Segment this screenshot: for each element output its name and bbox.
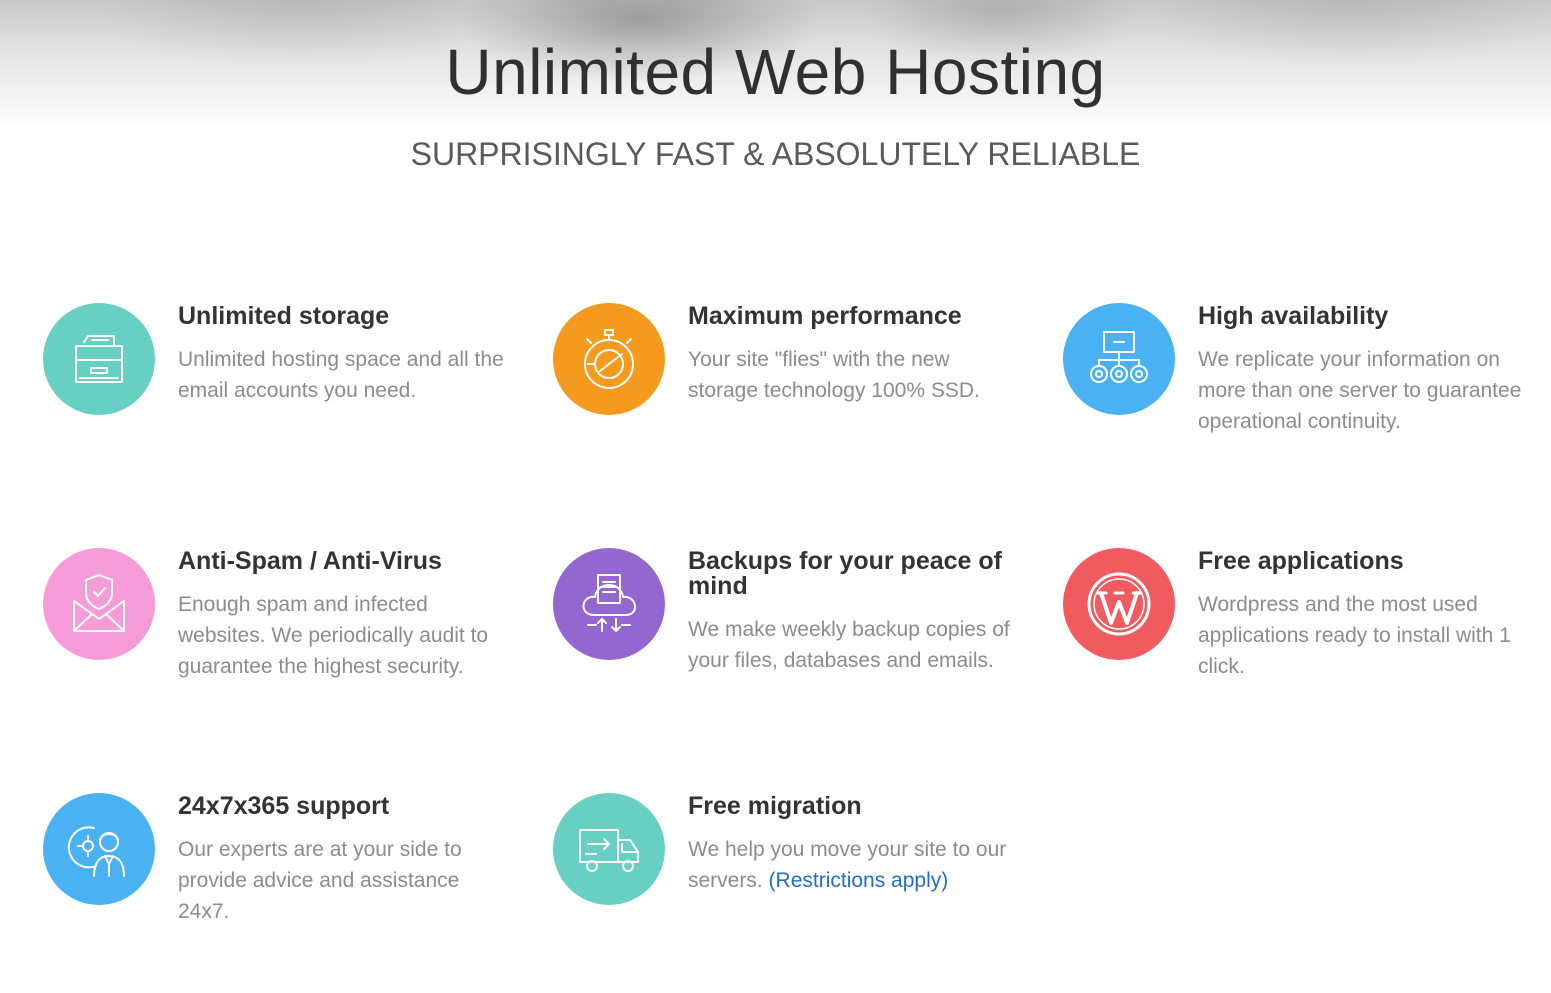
feature-description: We replicate your information on more th… [1198,348,1522,433]
server-network-icon [1063,303,1175,415]
feature-title: Anti-Spam / Anti-Virus [178,547,442,575]
feature-description: Your site "flies" with the new storage t… [688,348,980,402]
feature-description-text: We help you move your site to our server… [688,838,1007,892]
cloud-backup-icon [553,548,665,660]
feature-backups: Backups for your peace of mind We make w… [553,548,1023,748]
restrictions-link[interactable]: (Restrictions apply) [768,869,949,892]
feature-description: Our experts are at your side to provide … [178,838,462,923]
feature-title: 24x7x365 support [178,792,390,820]
wordpress-icon [1063,548,1175,660]
feature-description: Enough spam and infected websites. We pe… [178,593,489,678]
support-agent-icon [43,793,155,905]
feature-description: We make weekly backup copies of your fil… [688,618,1010,672]
feature-title: Free applications [1198,547,1404,575]
feature-title: Maximum performance [688,302,962,330]
feature-title: Backups for your peace of mind [688,547,1002,600]
feature-title: Free migration [688,792,862,820]
feature-free-applications: Free applications Wordpress and the most… [1063,548,1533,748]
feature-description: We help you move your site to our server… [688,834,1018,896]
feature-free-migration: Free migration We help you move your sit… [553,793,1023,993]
shield-envelope-icon [43,548,155,660]
storage-drawer-icon [43,303,155,415]
feature-support: 24x7x365 support Our experts are at your… [43,793,513,993]
page-title: Unlimited Web Hosting [445,36,1106,108]
feature-maximum-performance: Maximum performance Your site "flies" wi… [553,303,1023,503]
stopwatch-icon [553,303,665,415]
feature-high-availability: High availability We replicate your info… [1063,303,1533,503]
feature-description: Unlimited hosting space and all the emai… [178,348,504,402]
feature-title: High availability [1198,302,1389,330]
feature-description: Wordpress and the most used applications… [1198,593,1511,678]
feature-title: Unlimited storage [178,302,390,330]
page-subtitle: SURPRISINGLY FAST & ABSOLUTELY RELIABLE [410,136,1141,172]
moving-truck-icon [553,793,665,905]
feature-anti-spam: Anti-Spam / Anti-Virus Enough spam and i… [43,548,513,748]
hero-background [0,0,1551,130]
feature-unlimited-storage: Unlimited storage Unlimited hosting spac… [43,303,513,503]
